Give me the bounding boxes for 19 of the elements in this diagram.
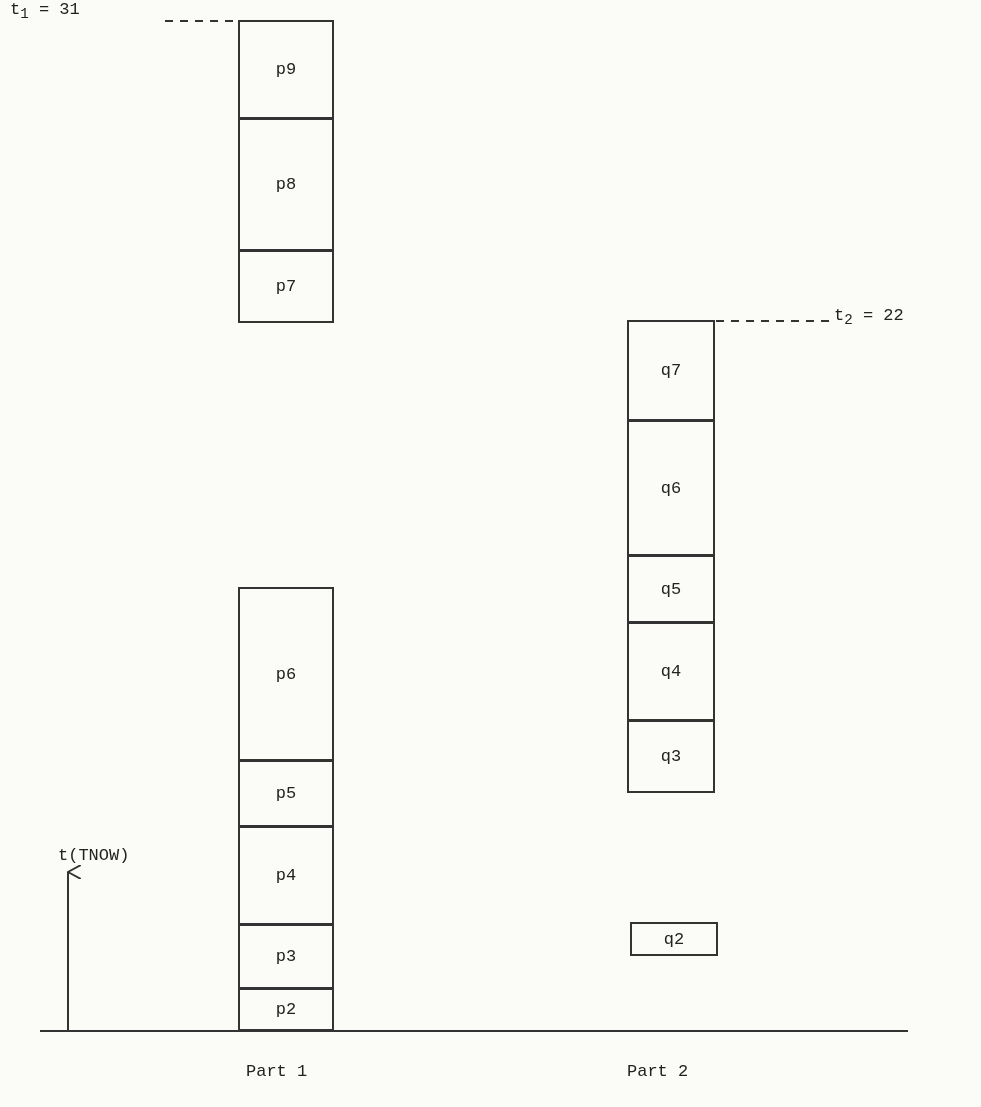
time-label: t$_{1}$ = 31 [10,0,80,23]
task-block: q2 [630,922,718,956]
task-block: p7 [238,250,334,323]
task-block: p8 [238,118,334,251]
task-block: q5 [627,555,715,623]
task-block: q3 [627,720,715,793]
task-block: p9 [238,20,334,119]
task-block: q7 [627,320,715,421]
task-block: p4 [238,826,334,925]
task-block: p6 [238,587,334,761]
axis-label: t(TNOW) [58,846,130,865]
part-label: Part 2 [627,1062,689,1081]
task-block: p3 [238,924,334,989]
part-label: Part 1 [246,1062,308,1081]
task-block: p5 [238,760,334,827]
task-block: q6 [627,420,715,556]
task-block: q4 [627,622,715,721]
task-block: p2 [238,988,334,1031]
time-label: t$_{2}$ = 22 [834,306,904,329]
